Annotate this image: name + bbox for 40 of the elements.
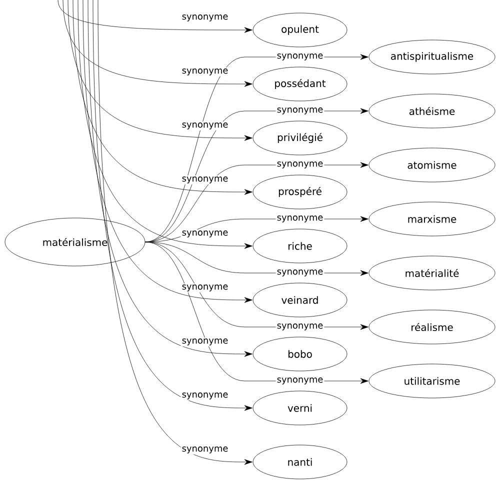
- edge-label: synonyme: [180, 176, 230, 184]
- edge-label: synonyme: [180, 14, 230, 22]
- edge-label: synonyme: [276, 106, 324, 116]
- edge-label: synonyme: [180, 122, 230, 130]
- arrow: [68, 0, 252, 141]
- ellipse-node: matérialisme: [4, 218, 146, 266]
- arrow: [72, 0, 252, 195]
- ellipse-node: privilégié: [252, 120, 348, 156]
- edge-label: synonyme: [180, 446, 230, 454]
- ellipse-node: opulent: [252, 12, 348, 48]
- edge-label: synonyme: [276, 322, 324, 332]
- ellipse-node: verni: [252, 390, 348, 426]
- ellipse-node: possédant: [252, 66, 348, 102]
- ellipse-node: matérialité: [368, 256, 496, 290]
- arrow: [62, 0, 252, 87]
- ellipse-node: riche: [252, 228, 348, 264]
- ellipse-node: prospéré: [252, 174, 348, 210]
- edge-label: synonyme: [180, 392, 230, 400]
- ellipse-node: nanti: [252, 444, 348, 480]
- ellipse-node: veinard: [252, 282, 348, 318]
- edge-label: synonyme: [180, 230, 230, 238]
- arrow: [82, 0, 252, 303]
- ellipse-node: réalisme: [368, 310, 496, 344]
- ellipse-node: antispiritualisme: [368, 40, 496, 74]
- ellipse-node: athéisme: [368, 94, 496, 128]
- ellipse-node: utilitarisme: [368, 364, 496, 398]
- arrow: [88, 0, 252, 357]
- edge-label: synonyme: [180, 284, 230, 292]
- edge-label: synonyme: [276, 376, 324, 386]
- ellipse-node: bobo: [252, 336, 348, 372]
- edge-label: synonyme: [180, 338, 230, 346]
- edge-label: synonyme: [276, 160, 324, 170]
- edge-label: synonyme: [180, 68, 230, 76]
- edge-label: synonyme: [276, 268, 324, 278]
- ellipse-node: marxisme: [368, 202, 496, 236]
- arrow: [78, 0, 252, 249]
- edge-label: synonyme: [276, 214, 324, 224]
- edge-label: synonyme: [276, 52, 324, 62]
- arrow: [58, 0, 252, 33]
- ellipse-node: atomisme: [368, 148, 496, 182]
